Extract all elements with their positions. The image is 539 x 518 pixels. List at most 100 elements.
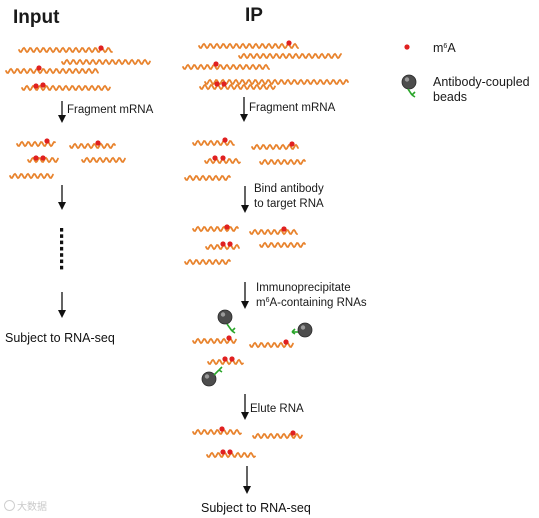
m6a-dot bbox=[33, 83, 39, 89]
bead-highlight bbox=[404, 77, 410, 82]
process-arrows bbox=[58, 97, 251, 494]
rna-strand bbox=[192, 139, 235, 147]
legend-m6a-label: m6A bbox=[433, 41, 456, 56]
rna-strand bbox=[252, 432, 303, 440]
rna-strand bbox=[184, 258, 231, 266]
m6a-dot bbox=[283, 339, 289, 345]
antibody-stem bbox=[226, 323, 233, 332]
watermark-logo-icon bbox=[4, 500, 15, 511]
legend-m6a-rest: A bbox=[447, 41, 456, 55]
antibody-beads bbox=[201, 74, 417, 387]
antibody-arms bbox=[218, 366, 223, 373]
rna-strand bbox=[21, 84, 111, 92]
rna-strand bbox=[9, 172, 54, 180]
ip-immuno-m: m bbox=[256, 297, 266, 309]
ip-bind-line2: to target RNA bbox=[254, 198, 324, 210]
rna-strand bbox=[249, 341, 294, 349]
m6a-dot bbox=[220, 155, 226, 161]
input-fragment-label: Fragment mRNA bbox=[67, 104, 154, 116]
bead-highlight bbox=[300, 325, 306, 330]
ellipsis-dot bbox=[60, 259, 64, 264]
ellipsis-dot bbox=[60, 240, 64, 245]
m6a-dot bbox=[226, 335, 232, 341]
ellipsis-dot bbox=[60, 246, 64, 251]
rna-strand bbox=[5, 67, 99, 75]
m6a-dot bbox=[224, 224, 230, 230]
antibody-arms bbox=[291, 328, 296, 335]
rna-strand bbox=[204, 78, 349, 86]
ip-immuno-line1: Immunoprecipitate bbox=[256, 282, 351, 294]
rna-strand bbox=[16, 140, 56, 148]
rna-strand bbox=[192, 428, 242, 436]
ellipsis-dot bbox=[60, 228, 64, 232]
antibody-stem bbox=[407, 88, 413, 96]
rna-strand bbox=[184, 174, 231, 182]
m6a-dot bbox=[286, 40, 292, 46]
ellipsis-dot bbox=[60, 253, 64, 257]
watermark: 大数据 bbox=[4, 498, 47, 513]
m6a-dot bbox=[227, 241, 233, 247]
m6a-dot bbox=[222, 137, 228, 143]
m6a-dot bbox=[220, 449, 226, 455]
m6a-dot bbox=[95, 140, 101, 146]
rna-strand bbox=[192, 225, 239, 233]
bead-highlight bbox=[220, 312, 226, 317]
watermark-text: 大数据 bbox=[17, 502, 47, 513]
m6a-dot bbox=[213, 61, 219, 67]
m6a-dot bbox=[214, 81, 220, 87]
antibody-stem bbox=[213, 369, 220, 376]
legend-m6a-m: m bbox=[433, 41, 444, 55]
m6a-dot bbox=[44, 138, 50, 144]
m6a-dot bbox=[33, 155, 39, 161]
input-title: Input bbox=[13, 7, 60, 28]
ip-immuno-label: Immunoprecipitate m6A-containing RNAs bbox=[256, 281, 367, 311]
legend-beads-label: Antibody-coupled beads bbox=[433, 75, 530, 105]
ip-immuno-sup: 6 bbox=[265, 297, 270, 304]
ip-subject-label: Subject to RNA-seq bbox=[201, 501, 311, 515]
rna-strand bbox=[182, 63, 270, 71]
m6a-dot bbox=[227, 449, 233, 455]
bead bbox=[401, 74, 417, 90]
ellipsis-dot bbox=[60, 265, 64, 270]
ip-title: IP bbox=[245, 5, 263, 26]
rna-strand bbox=[205, 243, 240, 251]
m6a-dot bbox=[290, 430, 296, 436]
rna-strand bbox=[199, 83, 276, 91]
ip-immuno-line2: m6A-containing RNAs bbox=[256, 296, 367, 311]
ip-bind-label: Bind antibody to target RNA bbox=[254, 182, 324, 212]
rna-strand bbox=[27, 156, 59, 164]
ip-immuno-rest: A-containing RNAs bbox=[269, 297, 367, 309]
rna-strand bbox=[259, 241, 306, 249]
m6a-dot bbox=[220, 241, 226, 247]
m6a-dot bbox=[40, 155, 46, 161]
m6a-sites bbox=[33, 40, 410, 455]
ip-bind-line1: Bind antibody bbox=[254, 183, 324, 195]
ip-fragment-label: Fragment mRNA bbox=[249, 102, 336, 114]
bead bbox=[297, 322, 313, 338]
rna-strand bbox=[238, 52, 342, 60]
rna-strand bbox=[192, 337, 237, 345]
ellipsis-dot bbox=[60, 234, 64, 238]
rna-strand bbox=[259, 158, 306, 166]
ip-elute-label: Elute RNA bbox=[250, 403, 304, 415]
m6a-dot bbox=[40, 82, 46, 88]
m6a-dot bbox=[222, 356, 228, 362]
m6a-dot bbox=[289, 141, 295, 147]
m6a-dot bbox=[404, 44, 410, 50]
m6a-dot bbox=[229, 356, 235, 362]
bead bbox=[217, 309, 233, 325]
rna-strand bbox=[69, 142, 116, 150]
legend-beads-line1: Antibody-coupled bbox=[433, 75, 530, 89]
m6a-dot bbox=[221, 81, 227, 87]
legend-beads-line2: beads bbox=[433, 90, 468, 104]
bead-highlight bbox=[204, 374, 210, 379]
m6a-dot bbox=[36, 65, 42, 71]
rna-strand bbox=[18, 46, 113, 54]
legend-m6a-sup: 6 bbox=[443, 43, 448, 50]
rna-strand bbox=[198, 42, 299, 50]
input-subject-label: Subject to RNA-seq bbox=[5, 331, 115, 345]
m6a-dot bbox=[98, 45, 104, 51]
antibody-arms bbox=[231, 327, 236, 334]
